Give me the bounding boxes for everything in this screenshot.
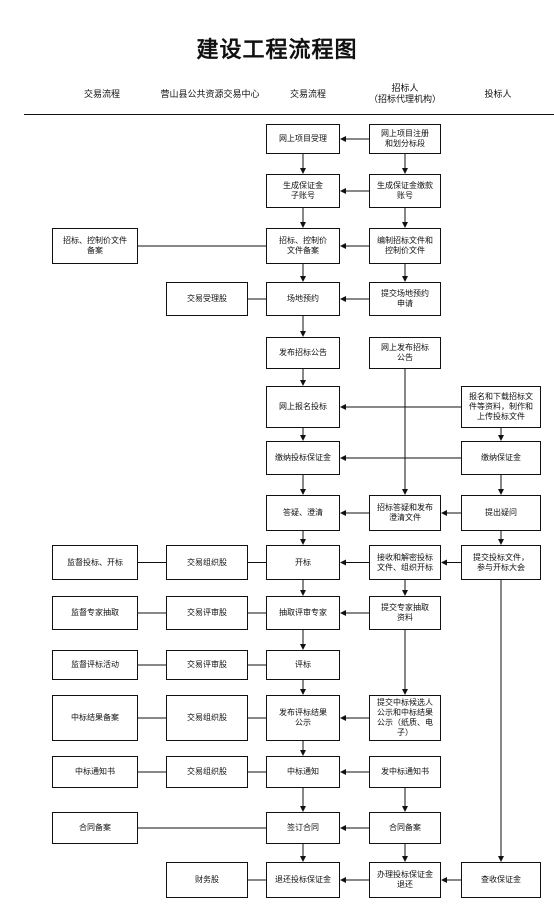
supervision-box: 监督专家抽取: [52, 596, 138, 630]
tenderer-box: 招标答疑和发布 澄清文件: [369, 495, 441, 531]
supervision-box: 监督评标活动: [52, 650, 138, 680]
center-dept-box: 交易评审股: [166, 596, 248, 630]
tenderer-box: 提交中标候选人 公示和中标结果 公示（纸质、电 子）: [369, 695, 441, 741]
center-dept-box: 交易受理股: [166, 282, 248, 316]
supervision-box: 合同备案: [52, 812, 138, 844]
trade-process-box: 评标: [266, 650, 340, 680]
center-dept-box: 交易组织股: [166, 695, 248, 741]
header-col-trade-process: 交易流程: [289, 90, 326, 100]
tenderer-box: 接收和解密投标 文件、组织开标: [369, 545, 441, 580]
tenderer-box: 网上项目注册 和划分标段: [369, 124, 441, 154]
header-col-trade-process-left: 交易流程: [83, 90, 120, 100]
supervision-box: 中标结果备案: [52, 695, 138, 741]
header-col-trading-center: 营山县公共资源交易中心: [160, 90, 260, 100]
trade-process-box: 签订合同: [266, 812, 340, 844]
header-col-tenderer: 招标人 （招标代理机构）: [368, 84, 441, 105]
trade-process-box: 开标: [266, 545, 340, 580]
bidder-box: 缴纳保证金: [461, 441, 541, 475]
center-dept-box: 交易组织股: [166, 756, 248, 788]
center-dept-box: 交易评审股: [166, 650, 248, 680]
bidder-box: 报名和下载招标文 件等资料，制作和 上传投标文件: [461, 386, 541, 428]
trade-process-box: 生成保证金 子账号: [266, 174, 340, 208]
tenderer-box: 生成保证金缴款 账号: [369, 174, 441, 208]
tenderer-box: 网上发布招标 公告: [369, 337, 441, 369]
page-title: 建设工程流程图: [196, 38, 358, 63]
trade-process-box: 招标、控制价 文件备案: [266, 228, 340, 264]
supervision-box: 监督投标、开标: [52, 545, 138, 580]
header-divider: [24, 114, 554, 115]
tenderer-box: 编制招标文件和 控制价文件: [369, 228, 441, 264]
tenderer-box: 办理投标保证金 退还: [369, 862, 441, 898]
tenderer-box: 提交专家抽取 资料: [369, 596, 441, 630]
center-dept-box: 交易组织股: [166, 545, 248, 580]
trade-process-box: 答疑、澄清: [266, 495, 340, 531]
bidder-box: 提交投标文件， 参与开标大会: [461, 545, 541, 580]
trade-process-box: 退还投标保证金: [266, 862, 340, 898]
trade-process-box: 发布招标公告: [266, 337, 340, 369]
header-col-bidder: 投标人: [484, 90, 512, 100]
tenderer-box: 合同备案: [369, 812, 441, 844]
trade-process-box: 中标通知: [266, 756, 340, 788]
trade-process-box: 网上项目受理: [266, 124, 340, 154]
tenderer-box: 提交场地预约 申请: [369, 282, 441, 316]
center-dept-box: 财务股: [166, 862, 248, 898]
trade-process-box: 缴纳投标保证金: [266, 441, 340, 475]
supervision-box: 招标、控制价文件 备案: [52, 228, 138, 264]
supervision-box: 中标通知书: [52, 756, 138, 788]
trade-process-box: 场地预约: [266, 282, 340, 316]
trade-process-box: 发布评标结果 公示: [266, 695, 340, 741]
bidder-box: 提出疑问: [461, 495, 541, 531]
trade-process-box: 抽取评审专家: [266, 596, 340, 630]
tenderer-box: 发中标通知书: [369, 756, 441, 788]
bidder-box: 查收保证金: [461, 862, 541, 898]
trade-process-box: 网上报名投标: [266, 386, 340, 428]
